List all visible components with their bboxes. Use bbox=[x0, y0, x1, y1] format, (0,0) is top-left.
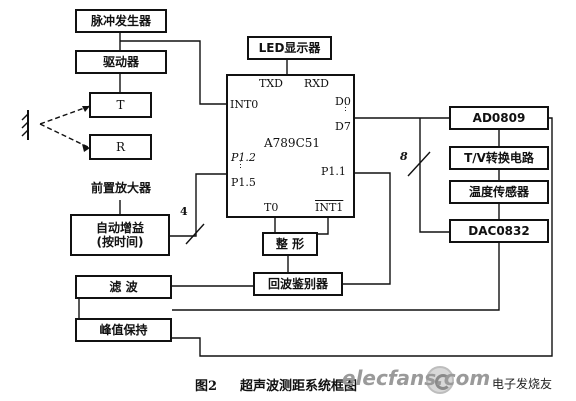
figure-number: 图2 bbox=[195, 379, 218, 394]
watermark-site: elecfans.com bbox=[342, 366, 491, 390]
pin-p15: P1.5 bbox=[231, 176, 256, 189]
pin-int1: INT1 bbox=[315, 201, 344, 214]
adc-block: AD0809 bbox=[449, 106, 549, 130]
pin-d7: D7 bbox=[335, 120, 351, 133]
tv-converter-block: T/V转换电路 bbox=[449, 146, 549, 170]
dac-block: DAC0832 bbox=[449, 219, 549, 243]
led-display-block: LED显示器 bbox=[247, 36, 332, 60]
auto-gain-line-2: (按时间) bbox=[96, 235, 144, 249]
elecfans-logo-icon bbox=[426, 366, 454, 394]
mcu-name: A789C51 bbox=[264, 136, 321, 150]
temperature-sensor-block: 温度传感器 bbox=[449, 180, 549, 204]
figure-title: 超声波测距系统框图 bbox=[240, 379, 358, 394]
pulse-generator-block: 脉冲发生器 bbox=[75, 9, 167, 33]
peak-hold-block: 峰值保持 bbox=[75, 318, 172, 342]
watermark-name: 电子发烧友 bbox=[492, 377, 553, 391]
filter-block: 滤 波 bbox=[75, 275, 172, 299]
preamplifier-block: 前置放大器 bbox=[75, 176, 167, 200]
receiver-r-block: R bbox=[89, 134, 152, 160]
transmitter-t-block: T bbox=[89, 92, 152, 118]
echo-detector-block: 回波鉴别器 bbox=[253, 272, 343, 296]
pin-txd: TXD bbox=[259, 77, 283, 90]
gain-bus-width: 4 bbox=[180, 205, 188, 218]
microcontroller-block: A789C51 bbox=[226, 74, 355, 218]
pin-rxd: RXD bbox=[304, 77, 329, 90]
pin-p11: P1.1 bbox=[321, 165, 346, 178]
pin-int0: INT0 bbox=[230, 98, 259, 111]
shaper-block: 整 形 bbox=[262, 232, 318, 256]
pin-p12: P1.2 bbox=[231, 151, 256, 164]
driver-block: 驱动器 bbox=[75, 50, 167, 74]
data-bus-width: 8 bbox=[400, 150, 408, 163]
auto-gain-line-1: 自动增益 bbox=[95, 221, 144, 235]
pin-d0-d7-dots: ⋮ bbox=[341, 103, 350, 113]
pin-p12-p15-dots: ⋮ bbox=[236, 160, 245, 170]
pin-d0: D0 bbox=[335, 95, 351, 108]
auto-gain-block: 自动增益 (按时间) bbox=[70, 214, 170, 256]
pin-t0: T0 bbox=[264, 201, 279, 214]
